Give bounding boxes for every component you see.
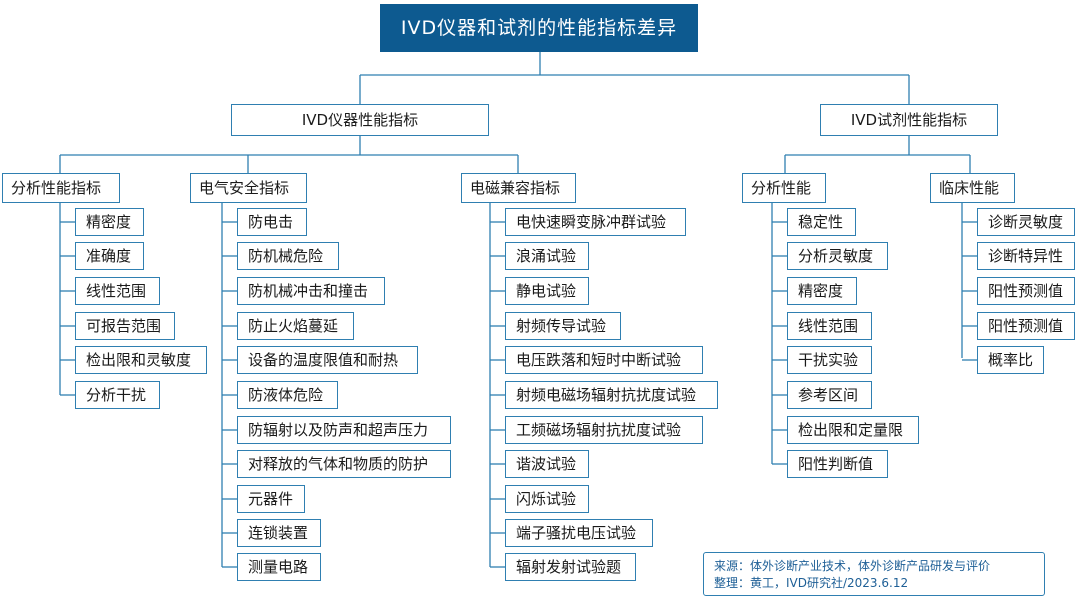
leaf-clinical-1: 诊断特异性 <box>977 242 1075 270</box>
leaf-emc-9: 端子骚扰电压试验 <box>505 519 653 547</box>
leaf-emc-4: 电压跌落和短时中断试验 <box>505 346 703 374</box>
leaf-reagent-analysis-1: 分析灵敏度 <box>787 242 888 270</box>
leaf-reagent-analysis-2: 精密度 <box>787 277 857 305</box>
leaf-reagent-analysis-7: 阳性判断值 <box>787 450 888 478</box>
leaf-electrical-1: 防机械危险 <box>237 242 339 270</box>
leaf-analysis-2: 线性范围 <box>75 277 160 305</box>
leaf-emc-0: 电快速瞬变脉冲群试验 <box>505 208 686 236</box>
leaf-reagent-analysis-6: 检出限和定量限 <box>787 416 919 444</box>
leaf-electrical-2: 防机械冲击和撞击 <box>237 277 385 305</box>
leaf-analysis-3: 可报告范围 <box>75 312 175 340</box>
leaf-emc-5: 射频电磁场辐射抗扰度试验 <box>505 381 718 409</box>
leaf-reagent-analysis-5: 参考区间 <box>787 381 872 409</box>
node-instrument-metrics: IVD仪器性能指标 <box>231 104 489 136</box>
leaf-emc-6: 工频磁场辐射抗扰度试验 <box>505 416 703 444</box>
leaf-analysis-4: 检出限和灵敏度 <box>75 346 207 374</box>
leaf-reagent-analysis-0: 稳定性 <box>787 208 856 236</box>
leaf-electrical-9: 连锁装置 <box>237 519 321 547</box>
source-line: 来源：体外诊断产业技术，体外诊断产品研发与评价 <box>714 559 991 573</box>
leaf-analysis-1: 准确度 <box>75 242 144 270</box>
leaf-electrical-4: 设备的温度限值和耐热 <box>237 346 418 374</box>
node-clinical-performance: 临床性能 <box>930 173 1015 203</box>
leaf-electrical-0: 防电击 <box>237 208 307 236</box>
source-note: 来源：体外诊断产业技术，体外诊断产品研发与评价 整理：黄工，IVD研究社/202… <box>703 552 1045 596</box>
leaf-electrical-10: 测量电路 <box>237 553 321 581</box>
leaf-electrical-3: 防止火焰蔓延 <box>237 312 354 340</box>
leaf-electrical-5: 防液体危险 <box>237 381 338 409</box>
leaf-emc-10: 辐射发射试验题 <box>505 553 636 581</box>
leaf-emc-1: 浪涌试验 <box>505 242 589 270</box>
leaf-analysis-0: 精密度 <box>75 208 144 236</box>
leaf-emc-8: 闪烁试验 <box>505 485 589 513</box>
leaf-emc-2: 静电试验 <box>505 277 589 305</box>
leaf-clinical-0: 诊断灵敏度 <box>977 208 1075 236</box>
leaf-electrical-7: 对释放的气体和物质的防护 <box>237 450 451 478</box>
leaf-electrical-8: 元器件 <box>237 485 305 513</box>
compiler-line: 整理：黄工，IVD研究社/2023.6.12 <box>714 576 909 590</box>
leaf-emc-7: 谐波试验 <box>505 450 589 478</box>
leaf-analysis-5: 分析干扰 <box>75 381 160 409</box>
node-analysis-metrics: 分析性能指标 <box>2 173 120 203</box>
leaf-reagent-analysis-4: 干扰实验 <box>787 346 872 374</box>
leaf-clinical-4: 概率比 <box>977 346 1044 374</box>
leaf-clinical-2: 阳性预测值 <box>977 277 1075 305</box>
leaf-reagent-analysis-3: 线性范围 <box>787 312 872 340</box>
node-reagent-metrics: IVD试剂性能指标 <box>820 104 998 136</box>
node-emc: 电磁兼容指标 <box>461 173 576 203</box>
leaf-emc-3: 射频传导试验 <box>505 312 621 340</box>
page-title: IVD仪器和试剂的性能指标差异 <box>380 4 698 52</box>
leaf-clinical-3: 阳性预测值 <box>977 312 1075 340</box>
node-reagent-analysis: 分析性能 <box>742 173 826 203</box>
leaf-electrical-6: 防辐射以及防声和超声压力 <box>237 416 451 444</box>
node-electrical-safety: 电气安全指标 <box>190 173 307 203</box>
